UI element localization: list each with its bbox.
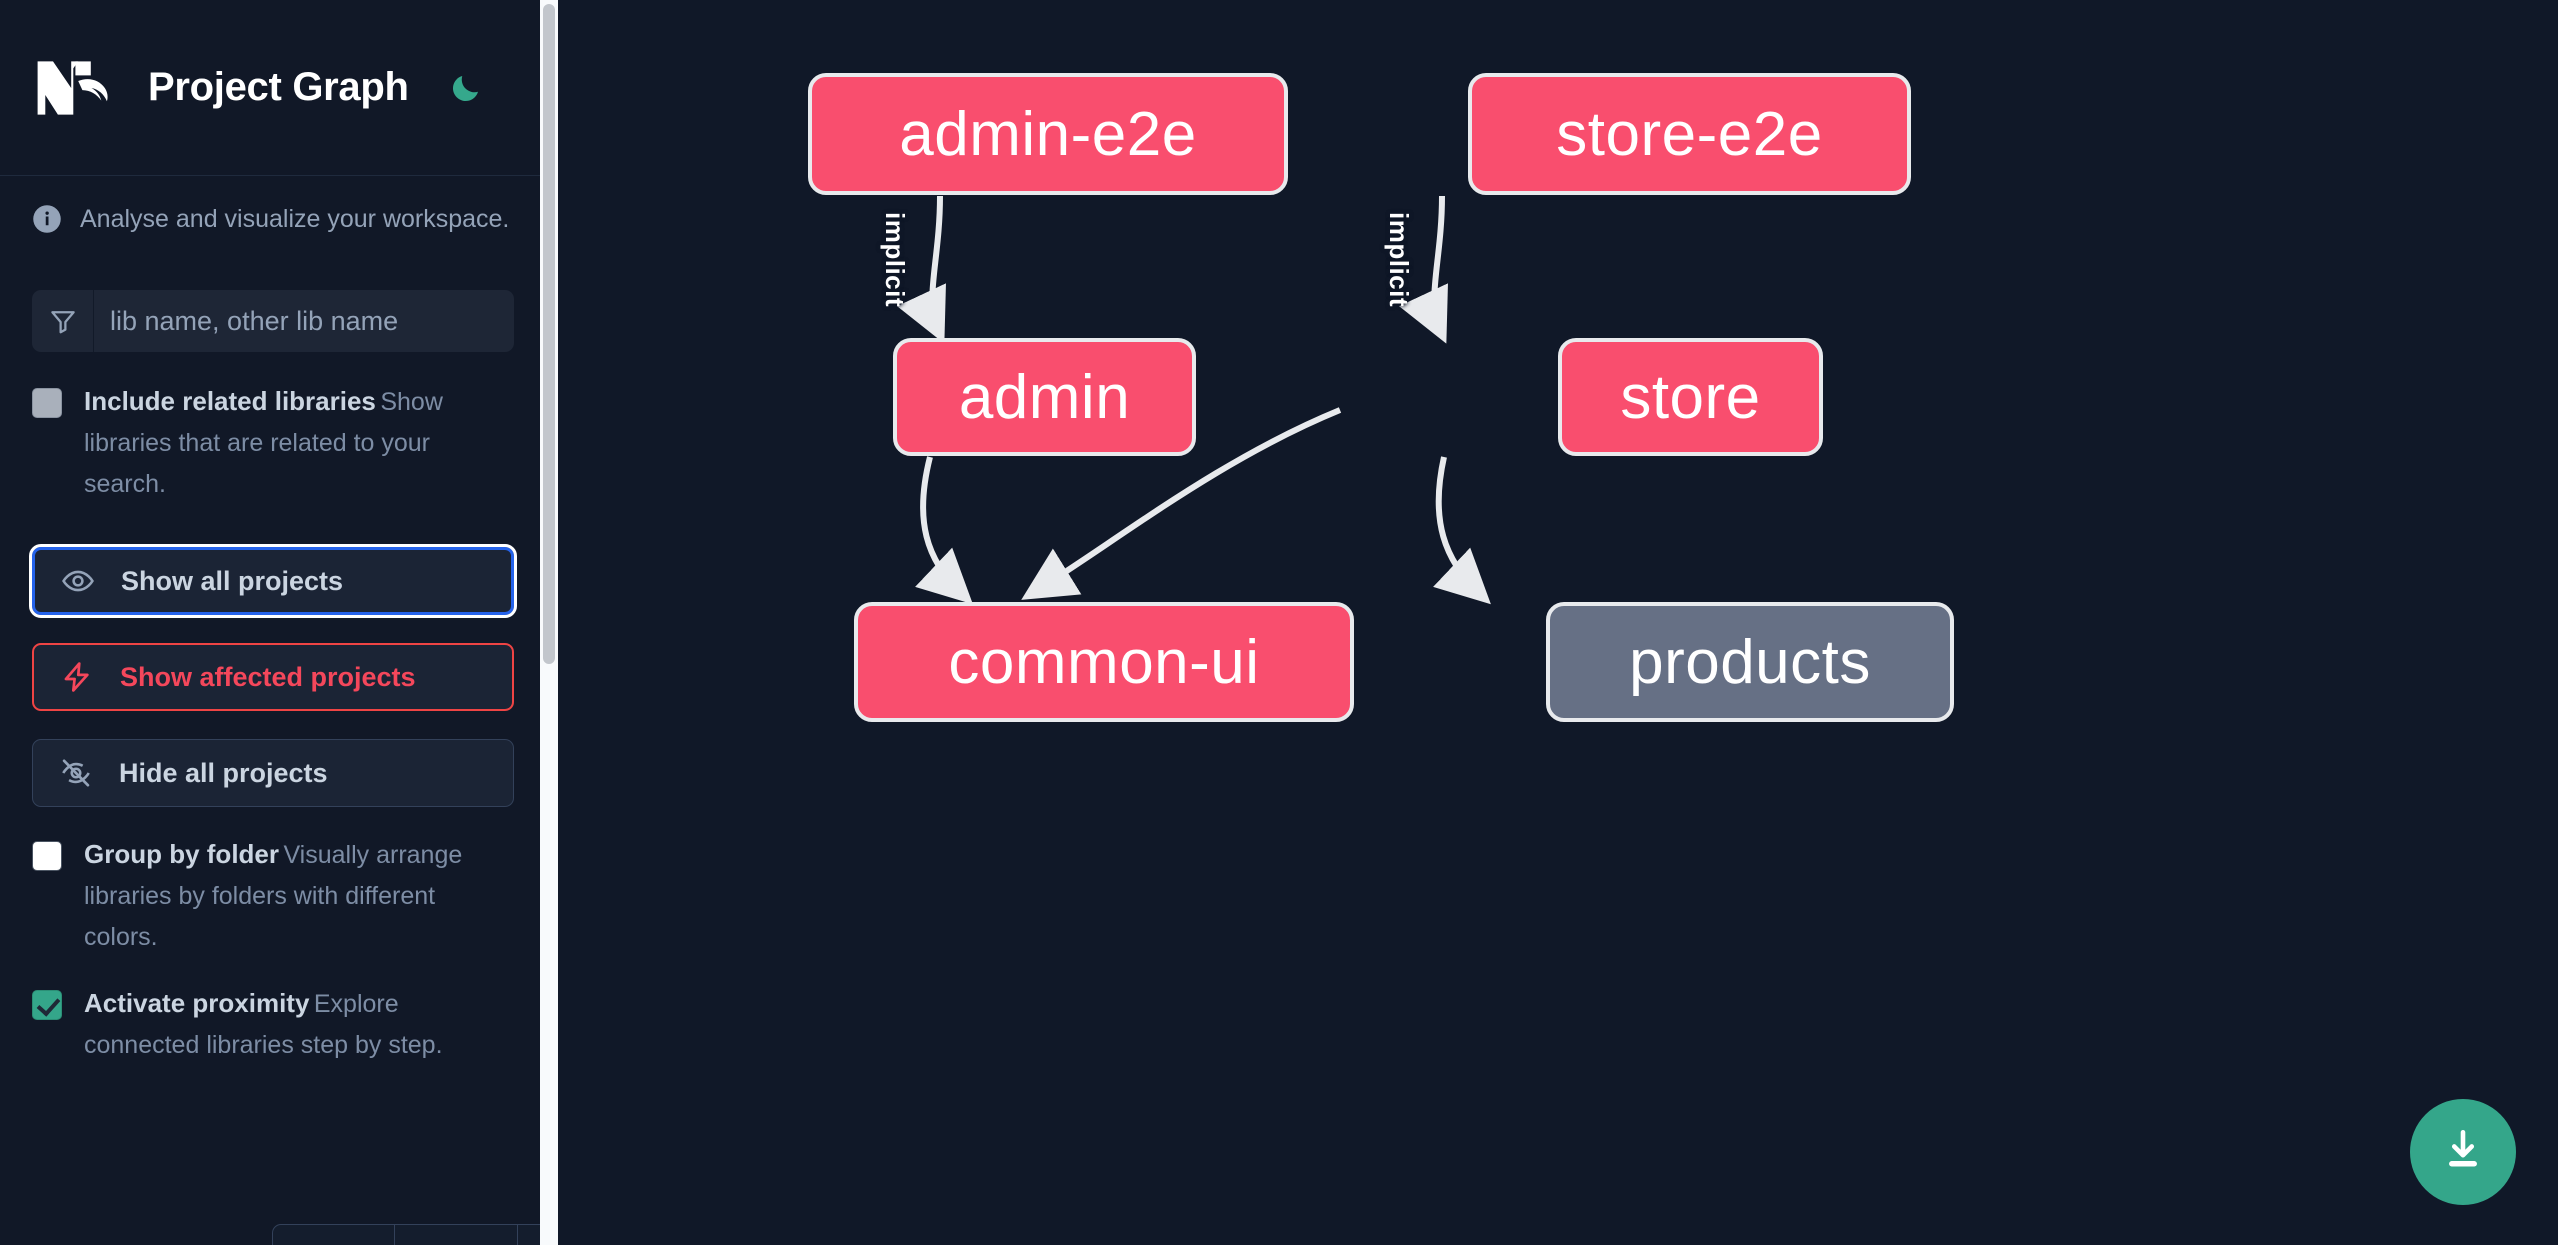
graph-node-admin[interactable]: admin <box>893 338 1196 456</box>
node-label: store-e2e <box>1556 99 1823 169</box>
edge-store-products <box>1433 456 1491 605</box>
search-row <box>0 290 546 352</box>
eye-icon <box>61 566 101 596</box>
workspace-tagline: Analyse and visualize your workspace. <box>0 176 546 262</box>
stepper-segment[interactable] <box>395 1225 518 1245</box>
option-activate-proximity[interactable]: Activate proximity Explore connected lib… <box>0 984 546 1066</box>
tagline-text: Analyse and visualize your workspace. <box>80 204 510 233</box>
graph-node-store-e2e[interactable]: store-e2e <box>1468 73 1911 195</box>
search-input[interactable] <box>94 290 514 352</box>
graph-node-products[interactable]: products <box>1546 602 1954 722</box>
lightning-bolt-icon <box>60 662 100 692</box>
show-affected-projects-button[interactable]: Show affected projects <box>32 643 514 711</box>
sidebar-scrollbar-thumb[interactable] <box>543 4 555 664</box>
option-group-by-folder[interactable]: Group by folder Visually arrange librari… <box>0 835 546 958</box>
checkbox-group-by-folder[interactable] <box>32 841 62 871</box>
search-box[interactable] <box>32 290 514 352</box>
edge-admin-e2e-admin <box>897 195 947 344</box>
proximity-stepper-control[interactable] <box>272 1224 558 1245</box>
sidebar-scrollbar[interactable] <box>540 0 558 1245</box>
checkbox-activate-proximity[interactable] <box>32 990 62 1020</box>
graph-node-admin-e2e[interactable]: admin-e2e <box>808 73 1288 195</box>
graph-node-store[interactable]: store <box>1558 338 1823 456</box>
project-visibility-buttons: Show all projects Show affected projects <box>0 544 546 807</box>
hide-all-projects-button[interactable]: Hide all projects <box>32 739 514 807</box>
node-label: products <box>1629 627 1871 697</box>
graph-edges <box>897 195 1491 605</box>
option-label: Activate proximity <box>84 988 310 1018</box>
graph-node-common-ui[interactable]: common-ui <box>854 602 1354 722</box>
button-label: Show all projects <box>121 565 344 596</box>
option-description: Visually arrange libraries by folders wi… <box>84 841 463 951</box>
page-title: Project Graph <box>148 65 409 109</box>
node-label: store <box>1620 362 1761 432</box>
sidebar-header: Project Graph <box>0 0 546 176</box>
filter-funnel-icon <box>32 290 94 352</box>
option-include-related-libraries[interactable]: Include related libraries Show libraries… <box>0 382 546 505</box>
moon-icon[interactable] <box>445 67 487 109</box>
edge-label-implicit-store: implicit <box>1384 212 1414 308</box>
option-label: Include related libraries <box>84 386 376 416</box>
option-description: Show libraries that are related to your … <box>84 388 443 498</box>
eye-off-icon <box>59 758 99 788</box>
nx-logo-icon <box>32 57 116 119</box>
checkbox-include-related-libraries[interactable] <box>32 388 62 418</box>
option-description: Explore connected libraries step by step… <box>84 990 443 1059</box>
edge-label-implicit-admin: implicit <box>880 212 910 308</box>
node-label: admin <box>958 362 1131 432</box>
edge-store-common-ui <box>1021 407 1342 600</box>
button-label: Show affected projects <box>120 661 416 692</box>
button-label: Hide all projects <box>119 757 328 788</box>
download-icon <box>2438 1125 2488 1180</box>
edge-store-e2e-store <box>1399 195 1449 344</box>
graph-canvas[interactable]: admin-e2e store-e2e admin store common-u… <box>558 0 2558 1245</box>
option-label: Group by folder <box>84 839 279 869</box>
node-label: common-ui <box>948 627 1260 697</box>
info-icon <box>32 204 62 234</box>
show-all-projects-button[interactable]: Show all projects <box>29 544 517 618</box>
edge-admin-common-ui <box>915 456 973 605</box>
download-graph-button[interactable] <box>2410 1099 2516 1205</box>
sidebar: Project Graph Analyse and visualize your… <box>0 0 558 1245</box>
node-label: admin-e2e <box>899 99 1197 169</box>
stepper-segment[interactable] <box>273 1225 396 1245</box>
